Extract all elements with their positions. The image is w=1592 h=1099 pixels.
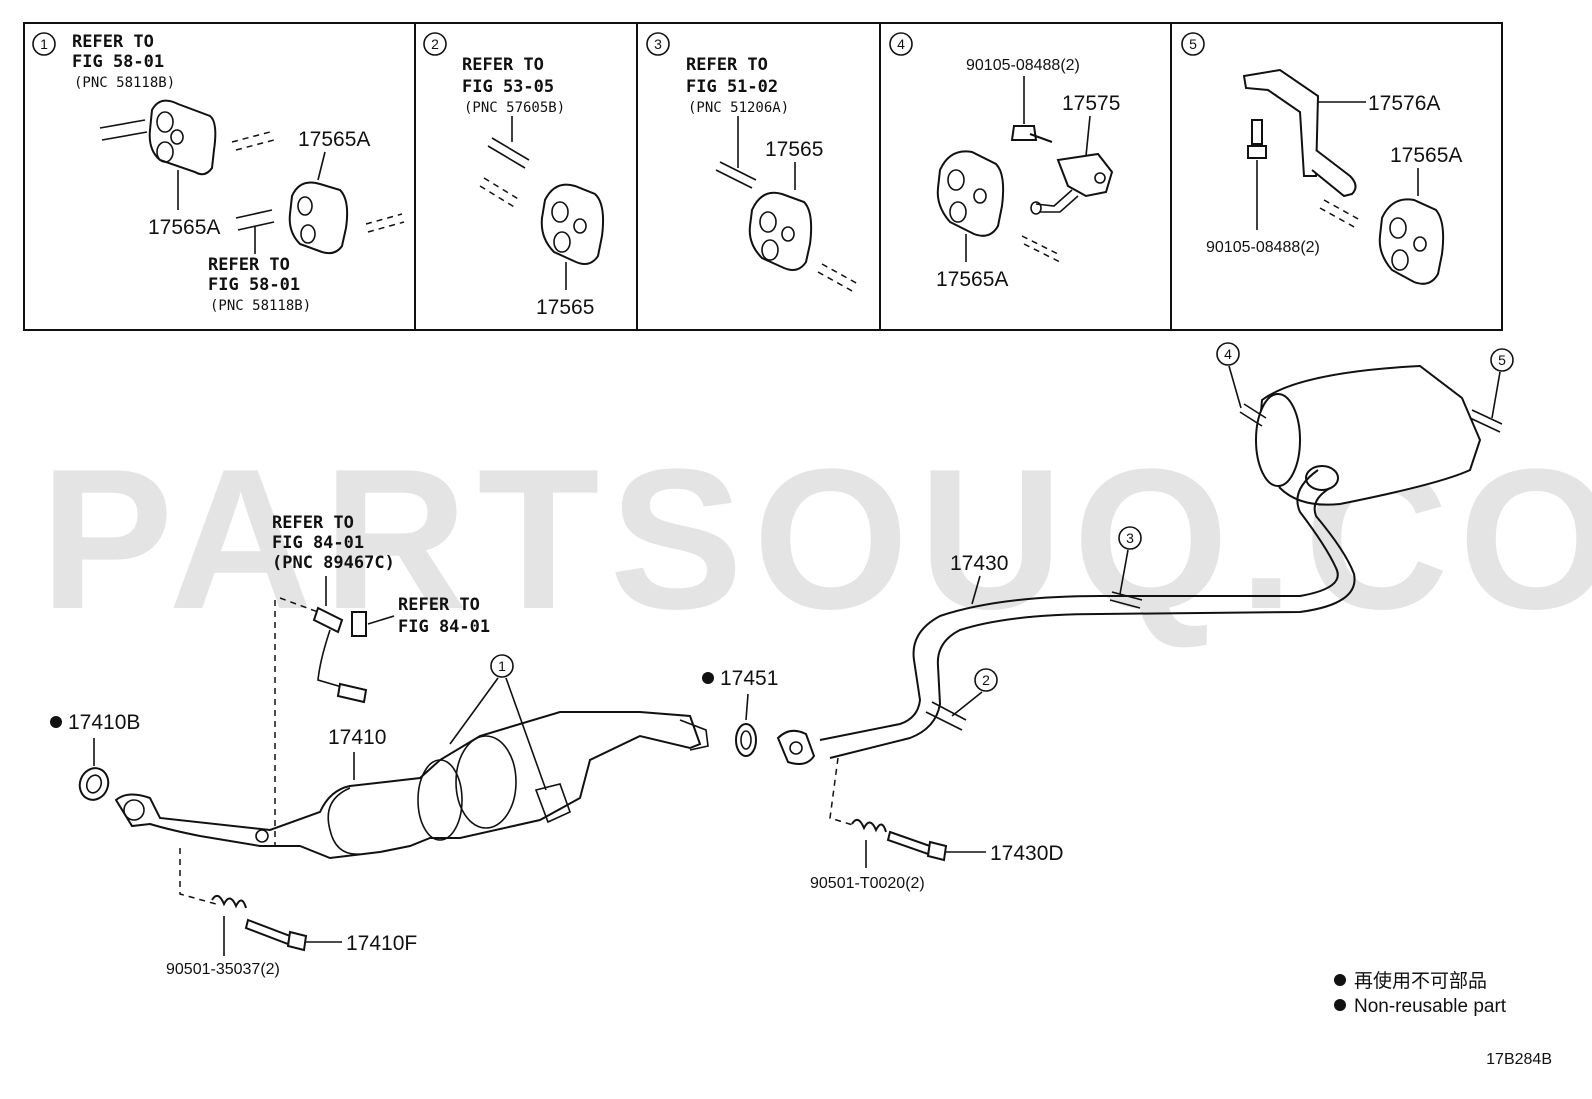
panel-2: 2 REFER TO FIG 53-05 (PNC 57605B) 17565: [423, 32, 605, 319]
label-17451: 17451: [720, 667, 778, 690]
non-reusable-dot: [702, 672, 714, 684]
sensor-ref-line2: FIG 84-01: [272, 533, 364, 553]
legend-en: Non-reusable part: [1354, 996, 1507, 1017]
rubber-hanger-icon: [1378, 198, 1445, 285]
panel-2-number: 2: [431, 36, 439, 52]
panel-4: 4 90105-08488(2) 17575 17565A: [889, 32, 1120, 291]
sensor-ref-line1: REFER TO: [272, 513, 354, 533]
panel-1-ref2-line1: REFER TO: [208, 255, 290, 275]
panel-4-label-bolt: 90105-08488(2): [966, 57, 1080, 74]
panel-3-ref-line1: REFER TO: [686, 55, 768, 75]
callout-3: 3: [1126, 530, 1134, 546]
panel-1-ref1-line2: FIG 58-01: [72, 52, 164, 72]
panel-2-ref-line1: REFER TO: [462, 55, 544, 75]
bracket-icon: [1030, 152, 1114, 215]
rubber-hanger-icon: [748, 191, 813, 271]
legend: 再使用不可部品 Non-reusable part: [1334, 970, 1507, 1017]
gasket-icon: [735, 723, 757, 757]
label-17410B: 17410B: [68, 711, 140, 734]
bolt-icon: [1010, 125, 1053, 143]
spring-icon: [851, 818, 887, 833]
callout-4: 4: [1224, 346, 1232, 362]
plug-ref-line2: FIG 84-01: [398, 617, 490, 637]
non-reusable-dot: [50, 716, 62, 728]
legend-jp: 再使用不可部品: [1354, 970, 1487, 992]
panel-1-ref1-line3: (PNC 58118B): [74, 75, 175, 91]
panel-2-label: 17565: [536, 296, 594, 319]
panel-1-ref2-line2: FIG 58-01: [208, 275, 300, 295]
panel-5: 5 17576A 90105-08488(2) 17565A: [1181, 32, 1462, 285]
rubber-hanger-icon: [540, 183, 605, 265]
panel-4-label-hanger: 17565A: [936, 268, 1008, 291]
rubber-hanger-icon: [936, 150, 1005, 237]
sensor-ref-line3: (PNC 89467C): [272, 553, 395, 573]
callout-5: 5: [1498, 352, 1506, 368]
panel-1-number: 1: [40, 36, 48, 52]
label-17430: 17430: [950, 552, 1008, 575]
panel-3-ref-line2: FIG 51-02: [686, 77, 778, 97]
panel-5-label-hanger: 17565A: [1390, 144, 1462, 167]
panel-3: 3 REFER TO FIG 51-02 (PNC 51206A) 17565: [646, 32, 859, 293]
detail-panels: [23, 22, 1503, 331]
panel-3-label: 17565: [765, 138, 823, 161]
panel-3-ref-line3: (PNC 51206A): [688, 100, 789, 116]
panel-2-ref-line2: FIG 53-05: [462, 77, 554, 97]
plug-icon: [351, 611, 367, 637]
callout-2: 2: [982, 672, 990, 688]
bolt-icon: [886, 830, 948, 862]
label-90501-T0020: 90501-T0020(2): [810, 875, 925, 892]
diagram-id: 17B284B: [1486, 1051, 1552, 1068]
panel-1: 1 REFER TO FIG 58-01 (PNC 58118B) 17565A…: [32, 32, 405, 314]
panel-1-ref1-line1: REFER TO: [72, 32, 154, 52]
panel-4-label-bracket: 17575: [1062, 92, 1120, 115]
panel-5-label-bracket: 17576A: [1368, 92, 1440, 115]
bolt-icon: [244, 918, 308, 952]
panel-3-number: 3: [654, 36, 662, 52]
plug-ref-line1: REFER TO: [398, 595, 480, 615]
label-90501-35037: 90501-35037(2): [166, 961, 280, 978]
panel-1-label-b: 17565A: [298, 128, 370, 151]
tail-pipe-icon: [776, 469, 1356, 765]
muffler-icon: [1255, 364, 1482, 506]
label-17430D: 17430D: [990, 842, 1064, 865]
label-17410: 17410: [328, 726, 386, 749]
oxygen-sensor-icon: [312, 606, 368, 704]
label-17410F: 17410F: [346, 932, 417, 955]
gasket-icon: [78, 767, 110, 801]
rubber-hanger-icon: [288, 181, 349, 255]
callout-1: 1: [498, 658, 506, 674]
panel-4-number: 4: [897, 36, 905, 52]
panel-5-number: 5: [1189, 36, 1197, 52]
catalytic-converter-icon: [114, 711, 709, 860]
panel-1-label-a: 17565A: [148, 216, 220, 239]
rubber-hanger-icon: [148, 99, 217, 176]
panel-2-ref-line3: (PNC 57605B): [464, 100, 565, 116]
bracket-icon: [1242, 68, 1357, 198]
panel-1-ref2-line3: (PNC 58118B): [210, 298, 311, 314]
spring-icon: [211, 894, 247, 909]
panel-5-label-bolt: 90105-08488(2): [1206, 239, 1320, 256]
bolt-icon: [1247, 119, 1267, 159]
